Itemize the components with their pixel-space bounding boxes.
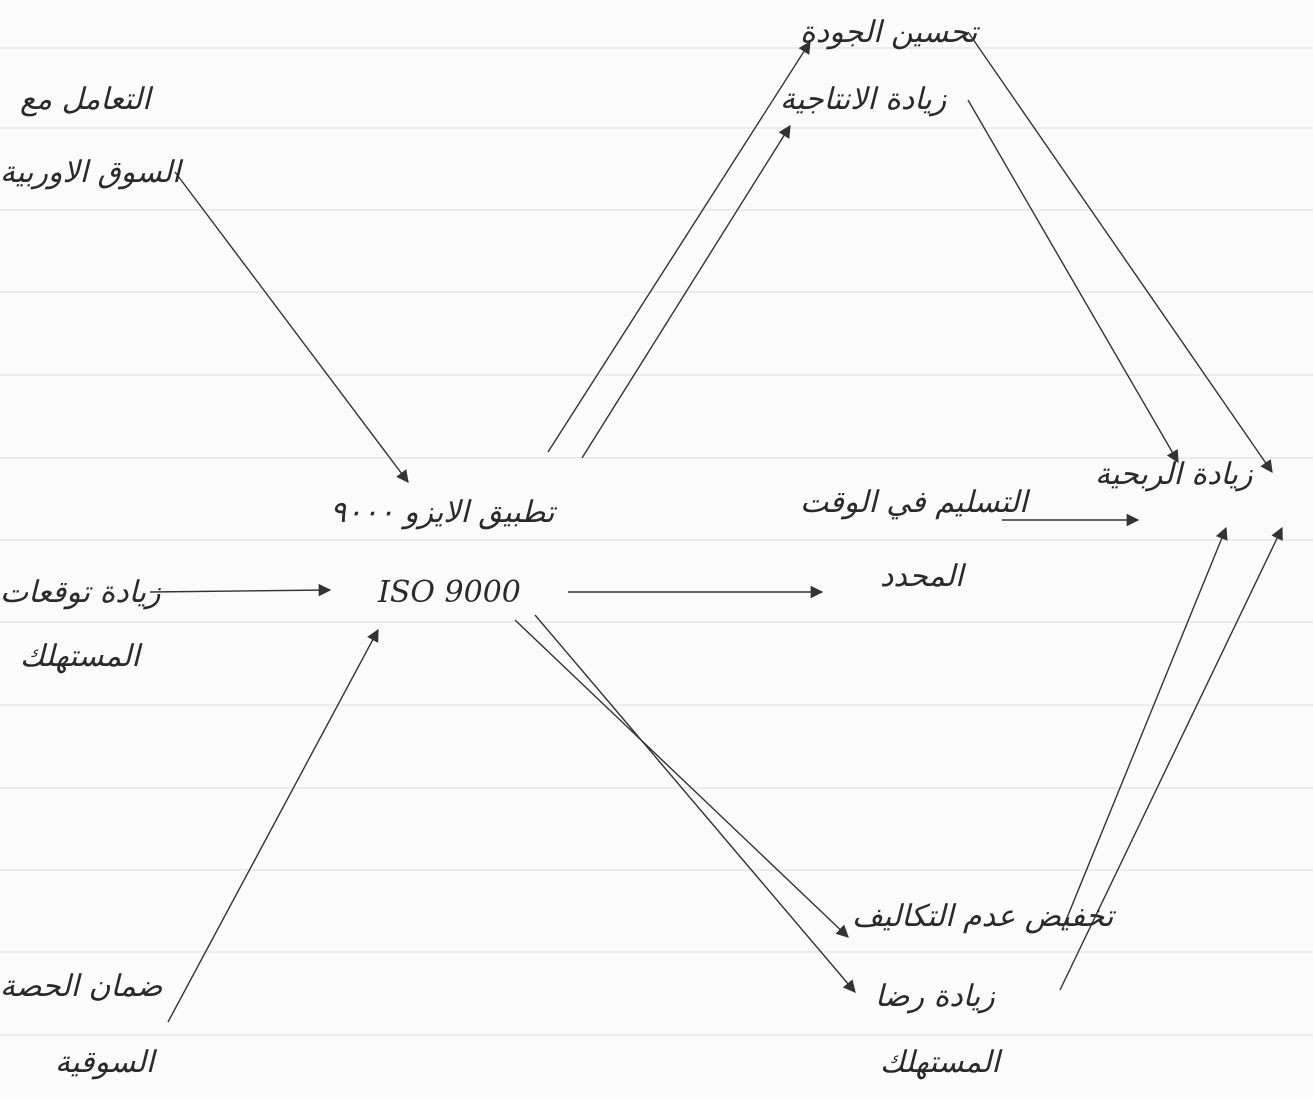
arrow-productivity-to-profit <box>967 99 1179 464</box>
node-consumer-loyalty-line2: المستهلك <box>880 1045 1000 1080</box>
node-customer-satisfaction-line2: المستهلك <box>20 639 140 674</box>
node-eu-market-line2: السوق الاوربية <box>0 155 181 190</box>
arrow-eu-to-iso <box>174 171 409 484</box>
node-productivity: زيادة الانتاجية <box>780 82 947 117</box>
node-reduce-costs: تخفيض عدم التكاليف <box>852 899 1114 934</box>
arrow-iso-to-productivity <box>581 124 791 459</box>
ruled-lines <box>0 47 1313 1036</box>
node-delivery-line2: المحدد <box>880 559 964 594</box>
arrow-iso-to-costs <box>514 619 849 938</box>
node-iso-line2: ISO 9000 <box>378 575 521 610</box>
node-market-share-line2: السوقية <box>55 1045 155 1080</box>
node-customer-satisfaction-line1: زيادة توقعات <box>0 575 161 610</box>
node-delivery-line1: التسليم في الوقت <box>800 485 1028 520</box>
arrow-quality-to-profit <box>967 31 1273 474</box>
node-market-share-line1: ضمان الحصة <box>0 969 163 1004</box>
arrow-iso-to-quality <box>547 40 811 453</box>
arrow-loyalty-to-profit <box>1059 526 1283 991</box>
arrow-iso-to-loyalty <box>534 614 856 993</box>
node-profitability: زيادة الربحية <box>1095 457 1253 492</box>
node-eu-market-line1: التعامل مع <box>20 82 151 117</box>
arrow-customer-to-iso <box>149 583 332 597</box>
arrow-costs-to-profit <box>1061 526 1228 931</box>
arrow-share-to-iso <box>167 628 379 1023</box>
node-consumer-loyalty-line1: زيادة رضا <box>875 979 995 1014</box>
node-quality: تحسين الجودة <box>800 15 978 50</box>
node-iso-line1: تطبيق الايزو ٩٠٠٠ <box>330 495 555 530</box>
